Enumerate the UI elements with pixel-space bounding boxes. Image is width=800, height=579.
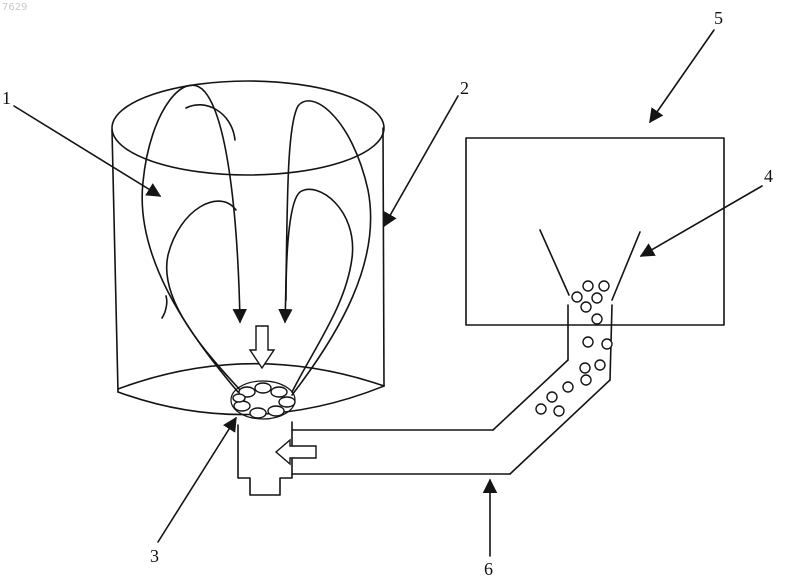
pellet [592,314,602,324]
leader-arrow-1 [14,106,160,196]
ring-pellet [233,394,245,402]
flow-tick [162,296,167,318]
pellet [583,281,593,291]
leader-arrows [14,30,762,556]
pellet [595,360,605,370]
ring-pellet [255,383,271,393]
pellet [554,406,564,416]
pellet [536,404,546,414]
label-4: 4 [764,166,773,186]
ring-pellet [279,397,295,407]
vessel-base-plate [118,364,384,389]
pellet [580,363,590,373]
pellet [563,382,573,392]
leader-arrow-2 [384,96,458,226]
label-1: 1 [2,88,11,108]
label-3: 3 [150,546,159,566]
pipe-lower-diagonal [510,380,610,474]
vessel-right-wall [383,128,384,386]
outlet-ring [231,381,295,419]
ring-pellet [271,387,287,397]
funnel-left-wall [540,230,569,295]
down-flow-arrow-icon [250,326,274,368]
pellet [572,292,582,302]
ring-pellet [250,408,266,418]
label-6: 6 [484,559,493,579]
label-2: 2 [460,78,469,98]
pellet [547,392,557,402]
ring-pellet [268,406,284,416]
pellet [581,375,591,385]
left-flow-arrow-icon [276,440,316,464]
funnel-right-wall [612,232,640,300]
pellet [602,339,612,349]
pellet [599,281,609,291]
pellet [592,293,602,303]
flow-loop-outer-left [142,85,240,392]
leader-arrow-5 [650,30,714,122]
flow-loop-inner-right [286,189,353,392]
leader-arrow-3 [158,418,236,542]
flow-loop-top-left [186,105,235,140]
flow-loop-outer-right [285,101,371,395]
pellets [536,281,612,416]
label-5: 5 [714,8,723,28]
watermark-text: 7629 [2,2,27,13]
flow-loop-inner-left [167,201,242,392]
vessel [112,81,384,415]
leader-arrow-4 [641,186,762,256]
pellet [583,337,593,347]
ring-pellet [234,401,250,411]
pellet [581,302,591,312]
